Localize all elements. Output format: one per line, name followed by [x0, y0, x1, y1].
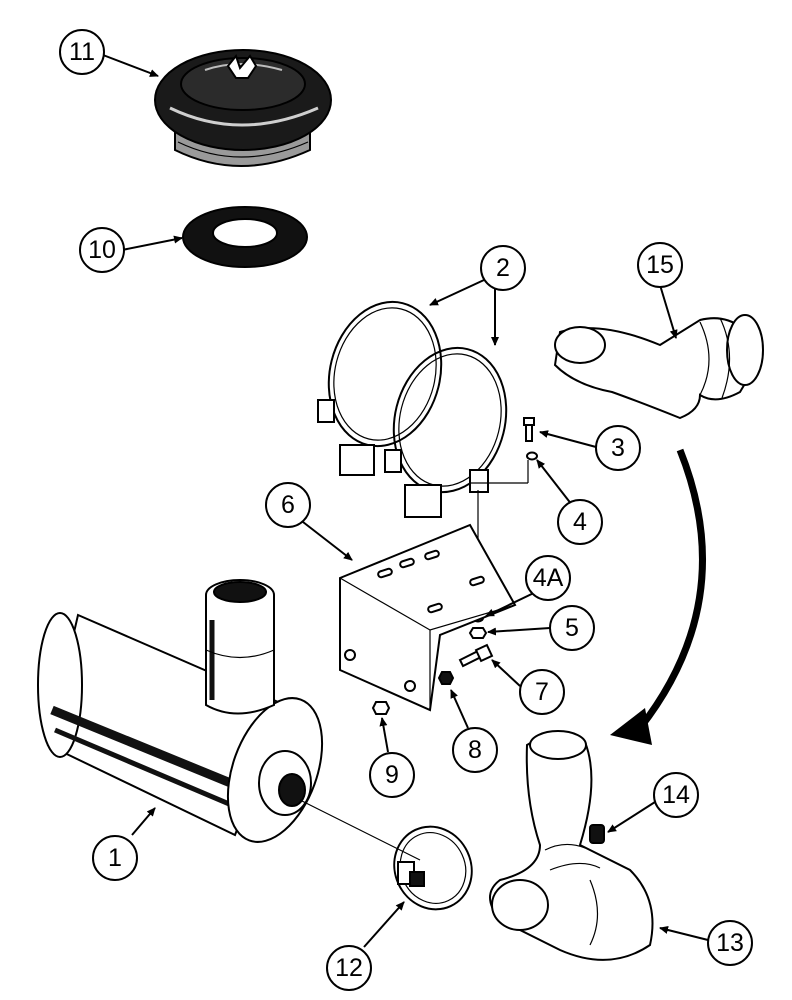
callout-11-label: 11 — [69, 38, 95, 66]
callout-5-label: 5 — [565, 614, 579, 642]
callout-7-label: 7 — [535, 678, 549, 706]
callout-10: 10 — [79, 227, 125, 273]
callout-5: 5 — [549, 605, 595, 651]
callout-12-label: 12 — [335, 954, 363, 982]
assembly-arrow — [637, 448, 706, 731]
callout-11: 11 — [59, 29, 105, 75]
callout-4a-label: 4A — [533, 564, 564, 592]
callout-4-label: 4 — [573, 508, 587, 536]
part-11-cover — [154, 49, 332, 167]
leader-lines — [102, 54, 709, 948]
callout-6: 6 — [265, 482, 311, 528]
part-15-elbow-hose — [553, 314, 764, 420]
callout-8-label: 8 — [468, 736, 482, 764]
callout-10-label: 10 — [88, 236, 116, 264]
callout-6-label: 6 — [281, 491, 295, 519]
callout-14: 14 — [653, 772, 699, 818]
callout-13: 13 — [707, 920, 753, 966]
part-10-gasket — [182, 206, 308, 268]
callout-15-label: 15 — [646, 251, 674, 279]
part-14-clamp — [589, 824, 605, 844]
callout-3: 3 — [595, 425, 641, 471]
callout-2: 2 — [480, 245, 526, 291]
callout-14-label: 14 — [662, 781, 690, 809]
callout-1-label: 1 — [108, 844, 122, 872]
fastener-hardware — [371, 417, 538, 715]
callout-12: 12 — [326, 945, 372, 991]
callout-9-label: 9 — [385, 761, 399, 789]
callout-13-label: 13 — [716, 929, 744, 957]
part-13-elbow-hose — [489, 730, 654, 961]
assembly-arrowhead — [610, 708, 652, 745]
part-12-hose-clamp — [393, 825, 473, 911]
callout-7: 7 — [519, 669, 565, 715]
callout-1: 1 — [92, 835, 138, 881]
callout-4a: 4A — [525, 555, 571, 601]
callout-8: 8 — [452, 727, 498, 773]
callout-3-label: 3 — [611, 434, 625, 462]
part-6-bracket — [339, 523, 517, 712]
callout-2-label: 2 — [496, 254, 510, 282]
callout-4: 4 — [557, 499, 603, 545]
callout-15: 15 — [637, 242, 683, 288]
part-1-air-cleaner-body — [37, 579, 421, 861]
part-2-band-clamps — [317, 300, 508, 518]
callout-9: 9 — [369, 752, 415, 798]
